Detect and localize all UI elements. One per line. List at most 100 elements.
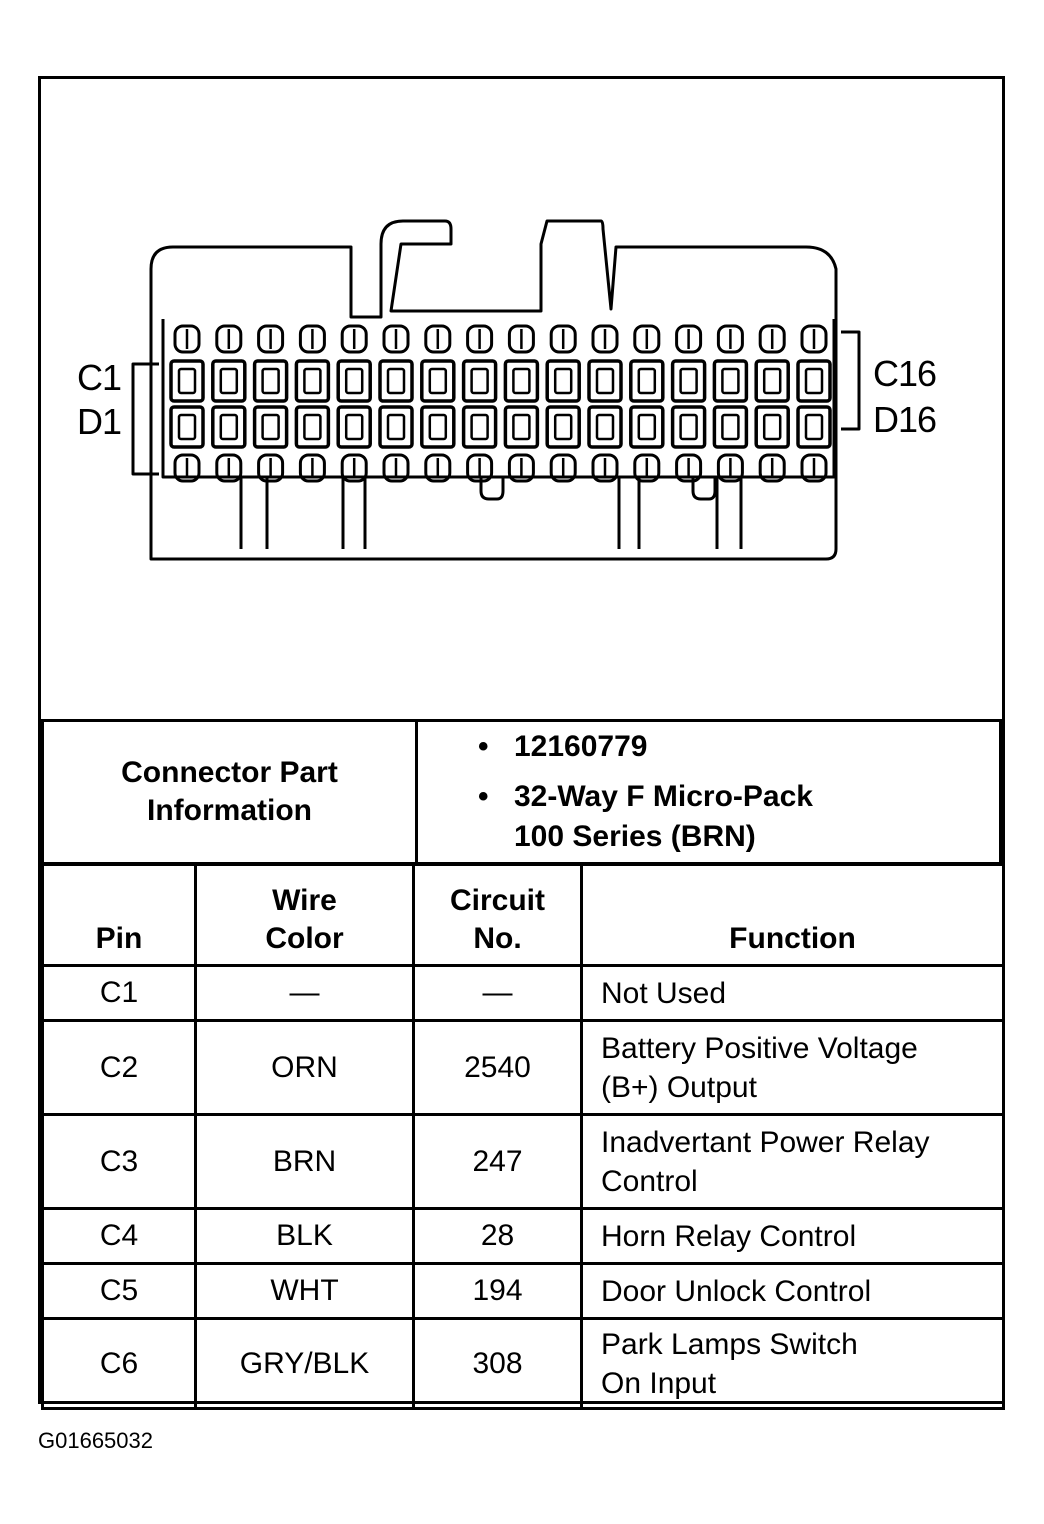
pin-latch-top-2 [215,324,243,354]
pin-latch-top-6 [382,324,410,354]
part-number-line: • 12160779 [478,730,648,763]
connector-info-values: • 12160779 • 32-Way F Micro-Pack 100 Ser… [415,719,1002,865]
pin-latch-bottom-14 [716,453,744,483]
latch-right [841,330,861,431]
pin-cavity-d5 [336,405,372,449]
part-number: 12160779 [514,730,648,763]
pin-contact-d12 [637,413,657,441]
pin-latch-bottom-6 [382,453,410,483]
pin-cavity-c16 [796,359,832,403]
pin-cavity-c3 [252,359,289,403]
pin-cavity-d15 [754,405,790,449]
connector-inner-body [161,319,836,479]
pin-contact-d11 [595,413,615,441]
figure-code: G01665032 [38,1428,153,1453]
pin-contact-c11 [595,367,615,395]
pin-contact-c6 [386,367,406,395]
pin-latch-top-10 [549,324,577,354]
table-row: C4 BLK 28 Horn Relay Control [41,1207,1005,1265]
description-2: 100 Series (BRN) [514,820,756,853]
pin-latch-bottom-4 [298,453,326,483]
connector-diagram: C1 D1 C16 D16 [41,79,1002,719]
pin-cavity-d13 [670,405,707,449]
pin-latch-bottom-16 [800,453,828,483]
pin-label-d1: D1 [77,401,122,442]
pin-latch-top-1 [173,324,201,354]
cell-function: Battery Positive Voltage(B+) Output [580,1019,1005,1116]
cell-pin: C6 [41,1317,197,1410]
pin-contact-c16 [804,367,824,395]
pin-cavity-c7 [420,359,456,403]
pin-latch-top-7 [424,324,452,354]
pin-cavity-d6 [378,405,414,449]
pin-cavity-d14 [712,405,749,449]
keying-notch-right [691,477,717,501]
pin-latch-bottom-7 [424,453,452,483]
pin-contact-d1 [177,413,197,441]
pin-latch-top-9 [507,324,535,354]
pin-cavity-c9 [503,359,540,403]
pin-latch-top-16 [800,324,828,354]
pin-latch-bottom-12 [633,453,661,483]
pin-contact-c2 [219,367,239,395]
pin-contact-d15 [762,413,782,441]
cell-wire: GRY/BLK [194,1317,415,1410]
description-line: • 32-Way F Micro-Pack 100 Series (BRN) [478,780,813,853]
pin-contact-c8 [470,367,489,395]
pin-latch-top-13 [675,324,703,354]
pin-cavity-d12 [629,405,665,449]
pin-cavity-c14 [712,359,749,403]
pin-contact-d2 [219,413,239,441]
cell-function: Not Used [580,964,1005,1022]
pin-cavity-d9 [503,405,540,449]
pin-contact-c7 [428,367,448,395]
pin-contact-d7 [428,413,448,441]
pin-cavity-d16 [796,405,832,449]
pin-contact-c9 [512,367,531,395]
pin-contact-d16 [804,413,824,441]
pin-cavity-c1 [169,359,205,403]
pin-latch-bottom-3 [257,453,285,483]
pin-cavity-c11 [587,359,623,403]
latch-left [131,362,159,476]
cell-pin: C4 [41,1207,197,1265]
pin-cavity-c10 [545,359,581,403]
pin-latch-bottom-15 [758,453,786,483]
pin-contact-d6 [386,413,406,441]
cell-wire: BRN [194,1113,415,1210]
pin-cavity-d7 [420,405,456,449]
pin-label-c1: C1 [77,357,122,398]
cell-pin: C2 [41,1019,197,1116]
pin-array [169,324,832,483]
pin-cavity-c12 [629,359,665,403]
pin-cavity-d11 [587,405,623,449]
pin-latch-bottom-11 [591,453,619,483]
pin-cavity-d8 [461,405,498,449]
pin-latch-top-14 [716,324,744,354]
pin-cavity-d1 [169,405,205,449]
pin-latch-top-4 [298,324,326,354]
pin-cavity-d10 [545,405,581,449]
pin-cavity-d3 [252,405,289,449]
pin-cavity-d2 [211,405,247,449]
cell-pin: C1 [41,964,197,1022]
pin-cavity-c2 [211,359,247,403]
pin-latch-bottom-13 [675,453,703,483]
connector-info-label: Connector Part Information [41,719,418,865]
pin-latch-top-12 [633,324,661,354]
pin-latch-bottom-1 [173,453,201,483]
pin-latch-bottom-9 [507,453,535,483]
table-row: C1 — — Not Used [41,964,1005,1022]
pin-latch-bottom-10 [549,453,577,483]
diagram-frame: C1 D1 C16 D16 Connector Part Information… [38,76,1005,1410]
cell-pin: C3 [41,1113,197,1210]
pin-contact-d10 [553,413,573,441]
pin-contact-c12 [637,367,657,395]
pin-latch-top-15 [758,324,786,354]
pin-cavity-d4 [294,405,331,449]
header-pin: Pin [41,863,197,967]
